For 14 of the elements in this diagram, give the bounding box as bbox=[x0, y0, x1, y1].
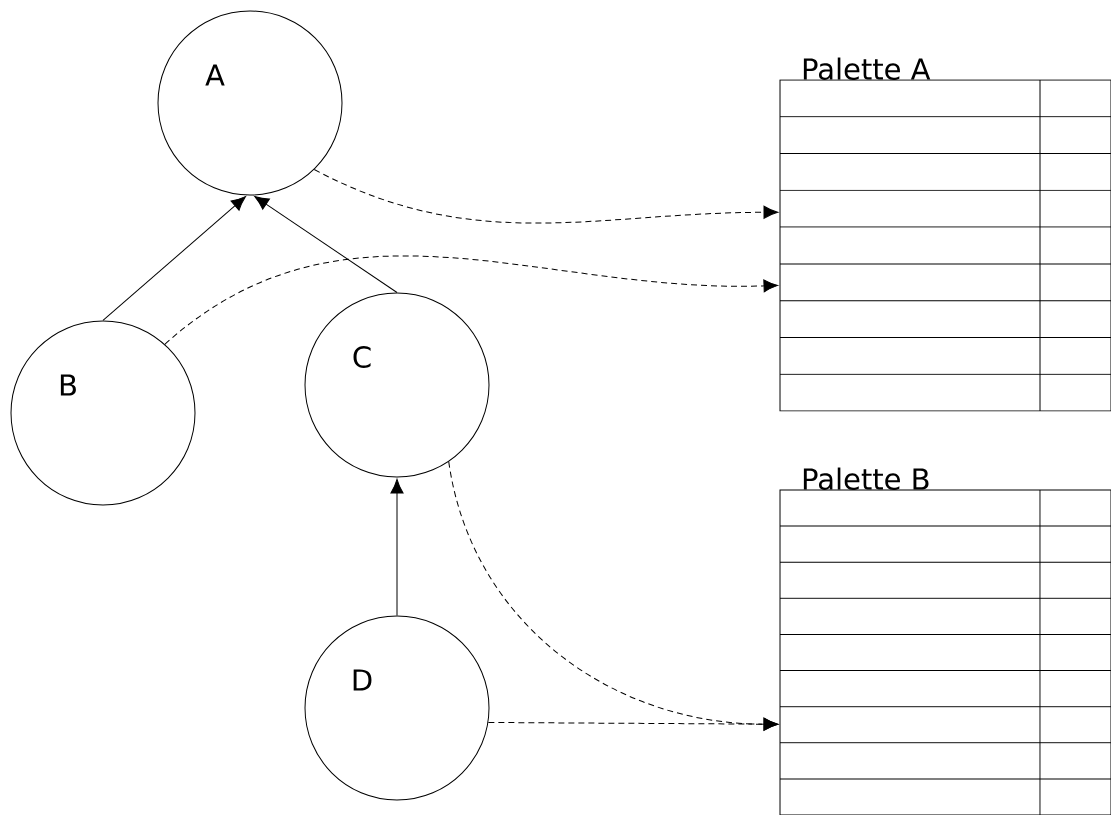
arrow bbox=[254, 195, 398, 293]
circle-node: B bbox=[10, 320, 196, 506]
arrow bbox=[102, 196, 246, 321]
node-label: Palette B bbox=[803, 467, 929, 490]
circle-node: C bbox=[304, 292, 490, 478]
dashed-arrow bbox=[487, 717, 779, 731]
palette-table: Palette B bbox=[779, 467, 1111, 815]
palette-table: Palette A bbox=[779, 57, 1111, 412]
arrow bbox=[390, 478, 404, 616]
dashed-arrow bbox=[164, 255, 779, 345]
node-label: Palette A bbox=[803, 57, 931, 80]
circle-node: D bbox=[304, 615, 490, 801]
dashed-arrow bbox=[313, 169, 779, 224]
circle-node: A bbox=[157, 10, 343, 196]
